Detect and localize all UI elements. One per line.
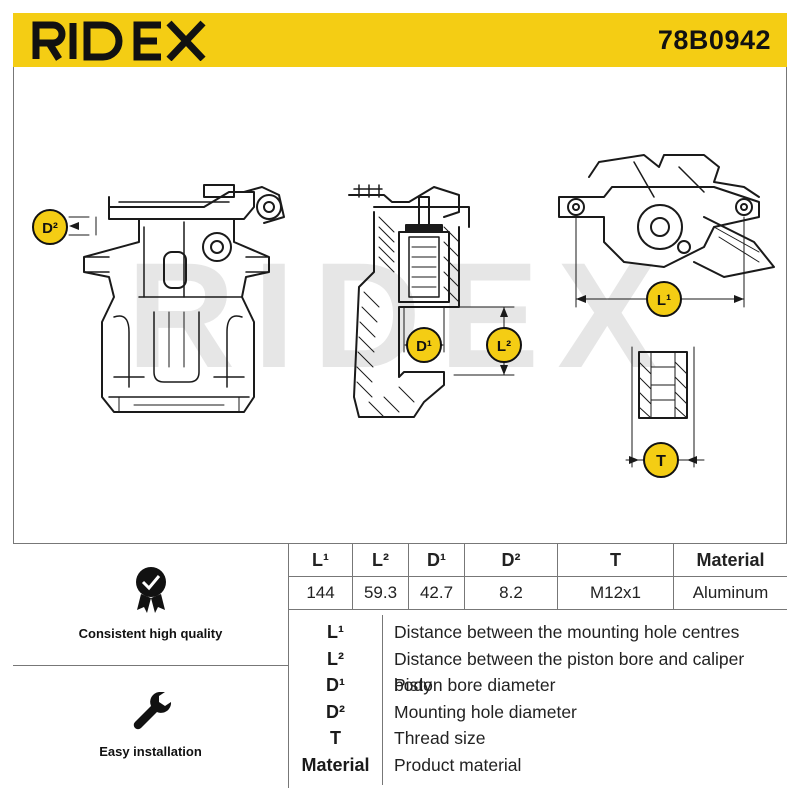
feature-column: Consistent high quality Easy installatio… — [13, 544, 289, 788]
list-item: Material Product material — [288, 752, 787, 779]
watermark-text: RIDEX — [127, 231, 675, 399]
table-row: 144 59.3 42.7 8.2 M12x1 Aluminum — [288, 576, 787, 610]
caliper-front-view — [68, 184, 285, 413]
legend-description: Product material — [394, 754, 522, 775]
specifications: Consistent high quality Easy installatio… — [13, 543, 787, 788]
header-cell: T — [557, 544, 674, 577]
svg-text:D¹: D¹ — [416, 338, 432, 355]
legend-symbol: T — [330, 728, 341, 749]
value-cell: 42.7 — [408, 576, 465, 610]
caliper-drawing: RIDEX — [32, 154, 775, 478]
header-bar: 78B0942 — [13, 13, 787, 67]
legend-symbol: D¹ — [326, 675, 345, 696]
header-cell: L² — [352, 544, 409, 577]
legend-description: Thread size — [394, 728, 486, 749]
legend-symbol: L² — [327, 648, 344, 669]
part-number: 78B0942 — [657, 25, 771, 55]
legend-description: Distance between the piston bore and cal… — [394, 648, 745, 695]
svg-text:D²: D² — [42, 220, 58, 237]
badge-d1: D¹ — [406, 327, 442, 363]
svg-text:L¹: L¹ — [657, 292, 671, 309]
legend-description: Piston bore diameter — [394, 675, 556, 696]
caliper-side-view — [558, 154, 775, 468]
list-item: D¹ Piston bore diameter — [288, 672, 787, 699]
wrench-icon — [133, 692, 171, 730]
caliper-section-view — [348, 184, 515, 418]
svg-text:L²: L² — [497, 338, 511, 355]
legend: L¹ Distance between the mounting hole ce… — [288, 611, 787, 785]
value-cell: M12x1 — [557, 576, 674, 610]
svg-text:T: T — [656, 453, 666, 470]
technical-drawing: RIDEX — [13, 67, 787, 543]
list-item: L¹ Distance between the mounting hole ce… — [288, 619, 787, 646]
badge-d2: D² — [32, 209, 68, 245]
table-header-row: L¹ L² D¹ D² T Material — [288, 544, 787, 577]
badge-l1: L¹ — [646, 281, 682, 317]
ridex-logo-icon — [32, 20, 206, 61]
list-item: L² Distance between the piston bore and … — [288, 646, 787, 695]
feature-quality: Consistent high quality — [13, 564, 288, 664]
header-cell: D² — [464, 544, 558, 577]
legend-divider — [382, 615, 383, 785]
header-cell: L¹ — [288, 544, 353, 577]
value-cell: 144 — [288, 576, 353, 610]
spec-values-table: L¹ L² D¹ D² T Material 144 59.3 42.7 8.2… — [288, 544, 787, 610]
list-item: T Thread size — [288, 725, 787, 752]
badge-l2: L² — [486, 327, 522, 363]
badge-t: T — [643, 442, 679, 478]
legend-description: Mounting hole diameter — [394, 701, 577, 722]
feature-label: Easy installation — [99, 744, 202, 759]
brand-logo — [31, 19, 211, 61]
feature-label: Consistent high quality — [78, 626, 223, 641]
value-cell: 8.2 — [464, 576, 558, 610]
legend-symbol: Material — [301, 754, 370, 775]
value-cell: Aluminum — [673, 576, 787, 610]
header-cell: D¹ — [408, 544, 465, 577]
feature-installation: Easy installation — [13, 665, 288, 789]
legend-symbol: D² — [326, 701, 345, 722]
header-cell: Material — [673, 544, 787, 577]
quality-badge-icon — [135, 567, 166, 613]
list-item: D² Mounting hole diameter — [288, 699, 787, 726]
legend-symbol: L¹ — [327, 622, 344, 642]
value-cell: 59.3 — [352, 576, 409, 610]
legend-description: Distance between the mounting hole centr… — [394, 622, 740, 642]
